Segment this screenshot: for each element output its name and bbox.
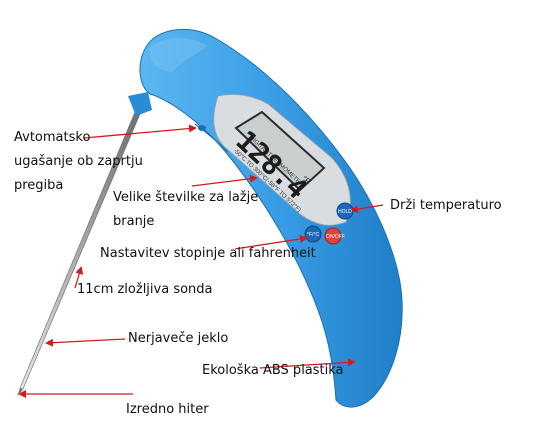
hold-button-label: HOLD <box>338 209 352 215</box>
thermometer-body <box>139 28 403 408</box>
label-abs-plastic: Ekološka ABS plastika <box>202 363 344 378</box>
label-big-digits-line1: Velike številke za lažje <box>113 190 259 205</box>
label-auto-off-line1: Avtomatsko <box>14 130 91 145</box>
arrow-stainless <box>45 338 126 347</box>
label-foldable-probe: 11cm zložljiva sonda <box>77 282 213 297</box>
label-hold-temp: Drži temperaturo <box>390 198 502 213</box>
unit-button-label: °F/°C <box>307 232 320 238</box>
probe <box>17 92 152 396</box>
power-button-label: ON/OFF <box>326 234 345 240</box>
label-big-digits-line2: branje <box>113 214 155 229</box>
arrow-big-digits <box>191 174 258 187</box>
arrow-foldable <box>74 266 84 289</box>
unit-button[interactable] <box>304 225 322 243</box>
power-button[interactable] <box>324 227 342 245</box>
arrow-abs <box>259 358 356 369</box>
label-auto-off-line2: ugašanje ob zaprtju <box>14 154 143 169</box>
label-auto-off-line3: pregiba <box>14 178 64 193</box>
lcd-screen <box>234 110 326 192</box>
arrow-unit-switch <box>234 234 308 250</box>
arrow-hold <box>350 204 384 213</box>
label-stainless: Nerjaveče jeklo <box>128 331 229 346</box>
arrow-auto-off <box>83 124 197 139</box>
label-unit-switch: Nastavitev stopinje ali fahrenheit <box>100 246 316 261</box>
label-very-fast: Izredno hiter <box>126 402 209 417</box>
annotation-arrows <box>18 124 384 398</box>
